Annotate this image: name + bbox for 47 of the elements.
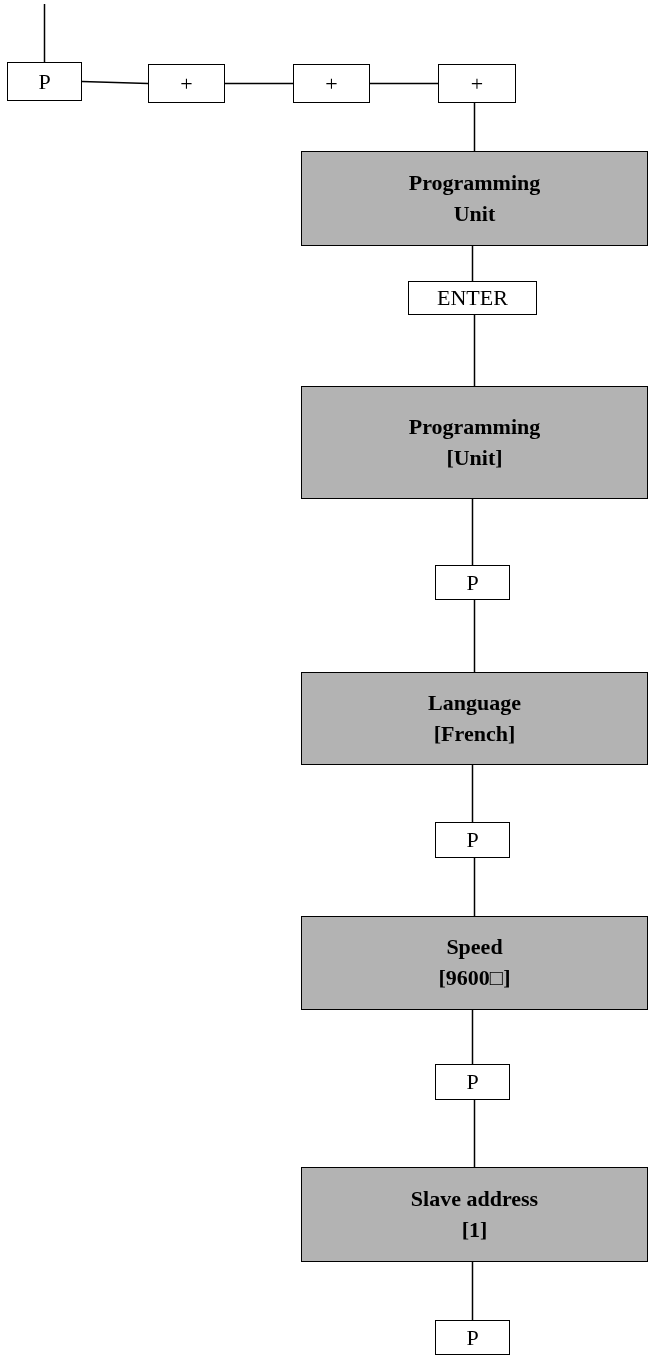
key-label: P: [466, 1069, 479, 1095]
menu-title: Programming: [408, 168, 541, 197]
connector-line: [471, 764, 474, 823]
key-label: P: [38, 68, 51, 95]
key-box: [293, 64, 370, 103]
menu-value: Unit: [453, 199, 496, 228]
connector-line: [473, 599, 476, 673]
key-label: ENTER: [437, 285, 508, 311]
key-box: [435, 822, 510, 858]
menu-value: [1]: [461, 1215, 488, 1244]
connector-line: [473, 102, 476, 152]
connector-line: [473, 1099, 476, 1168]
key-box: [435, 565, 510, 600]
connector-line: [471, 1261, 474, 1321]
connector-line: [43, 3, 46, 63]
key-label: P: [466, 827, 479, 853]
key-label: +: [180, 70, 193, 97]
menu-value: [Unit]: [446, 443, 503, 472]
key-label: P: [466, 1324, 479, 1351]
menu-title: Language: [428, 688, 521, 717]
menu-title: Programming: [408, 412, 541, 441]
key-box: [7, 62, 82, 101]
key-box: [435, 1064, 510, 1100]
menu-state-box: [301, 151, 648, 246]
key-box: [438, 64, 516, 103]
menu-title: Speed: [446, 933, 503, 962]
menu-state-box: [301, 672, 648, 765]
menu-title: Slave address: [410, 1184, 539, 1213]
key-label: P: [466, 569, 479, 596]
menu-state-box: [301, 386, 648, 499]
menu-value: [9600□]: [438, 964, 511, 992]
connector-line: [471, 1009, 474, 1065]
key-box: [435, 1320, 510, 1355]
menu-state-box: [301, 1167, 648, 1262]
connector-line: [473, 857, 476, 917]
key-box: [148, 64, 225, 103]
connector-line: [81, 80, 149, 85]
menu-value: [French]: [433, 719, 516, 748]
key-label: +: [325, 70, 338, 97]
key-box: [408, 281, 537, 315]
connector-line: [369, 82, 439, 85]
connector-line: [224, 82, 294, 85]
connector-line: [473, 314, 476, 387]
connector-line: [471, 498, 474, 566]
key-label: +: [470, 70, 484, 97]
connector-line: [471, 245, 474, 282]
menu-state-box: [301, 916, 648, 1010]
